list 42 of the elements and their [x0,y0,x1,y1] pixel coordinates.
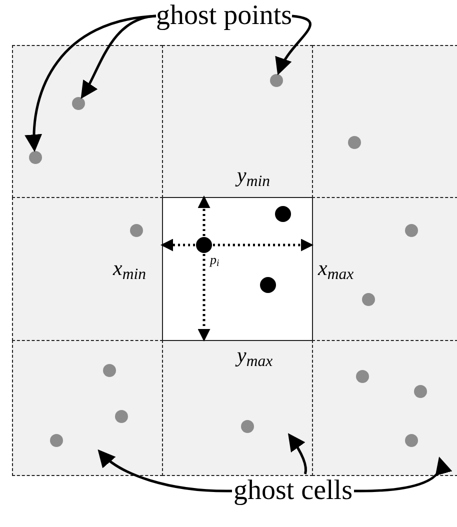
ghost-point [114,410,128,422]
ghost-point [50,434,62,446]
particle-point [196,237,212,253]
ghost-point [72,96,84,110]
ghost-point [28,150,42,164]
ghost-point [240,420,254,432]
ghost-point [356,370,368,382]
dotted-arrow [160,238,195,252]
ghost-cell [312,45,457,198]
ghost-point [102,364,116,376]
point-label: p$_{i}$ [210,253,220,266]
callout-text: ghost points [156,0,292,32]
curved-arrow [25,14,156,152]
dotted-arrow [213,238,314,252]
ghost-point [270,74,282,86]
dotted-arrow [198,254,210,342]
axis-bound-label: x$_{min}$ [113,258,146,279]
curved-arrow [288,433,307,474]
ghost-point [404,224,418,236]
ghost-cell [162,340,313,476]
ghost-point [348,136,360,148]
axis-bound-label: y$_{min}$ [237,165,270,186]
curved-arrow [354,456,451,492]
particle-point [275,206,291,222]
ghost-cell [12,340,163,476]
center-cell [162,197,313,341]
ghost-cell [312,340,457,476]
ghost-point [362,292,374,306]
particle-point [260,277,276,293]
ghost-point [404,434,418,446]
curved-arrow [276,14,312,76]
ghost-cell [162,45,313,198]
axis-bound-label: y$_{max}$ [237,345,273,366]
callout-text: ghost cells [232,474,354,508]
ghost-cell [12,45,163,198]
ghost-point [414,384,426,398]
ghost-cell [12,197,163,341]
dotted-arrow [198,196,210,236]
ghost-point [130,224,142,236]
curved-arrow [98,450,232,492]
axis-bound-label: x$_{max}$ [318,258,354,279]
ghost-cell [312,197,457,341]
